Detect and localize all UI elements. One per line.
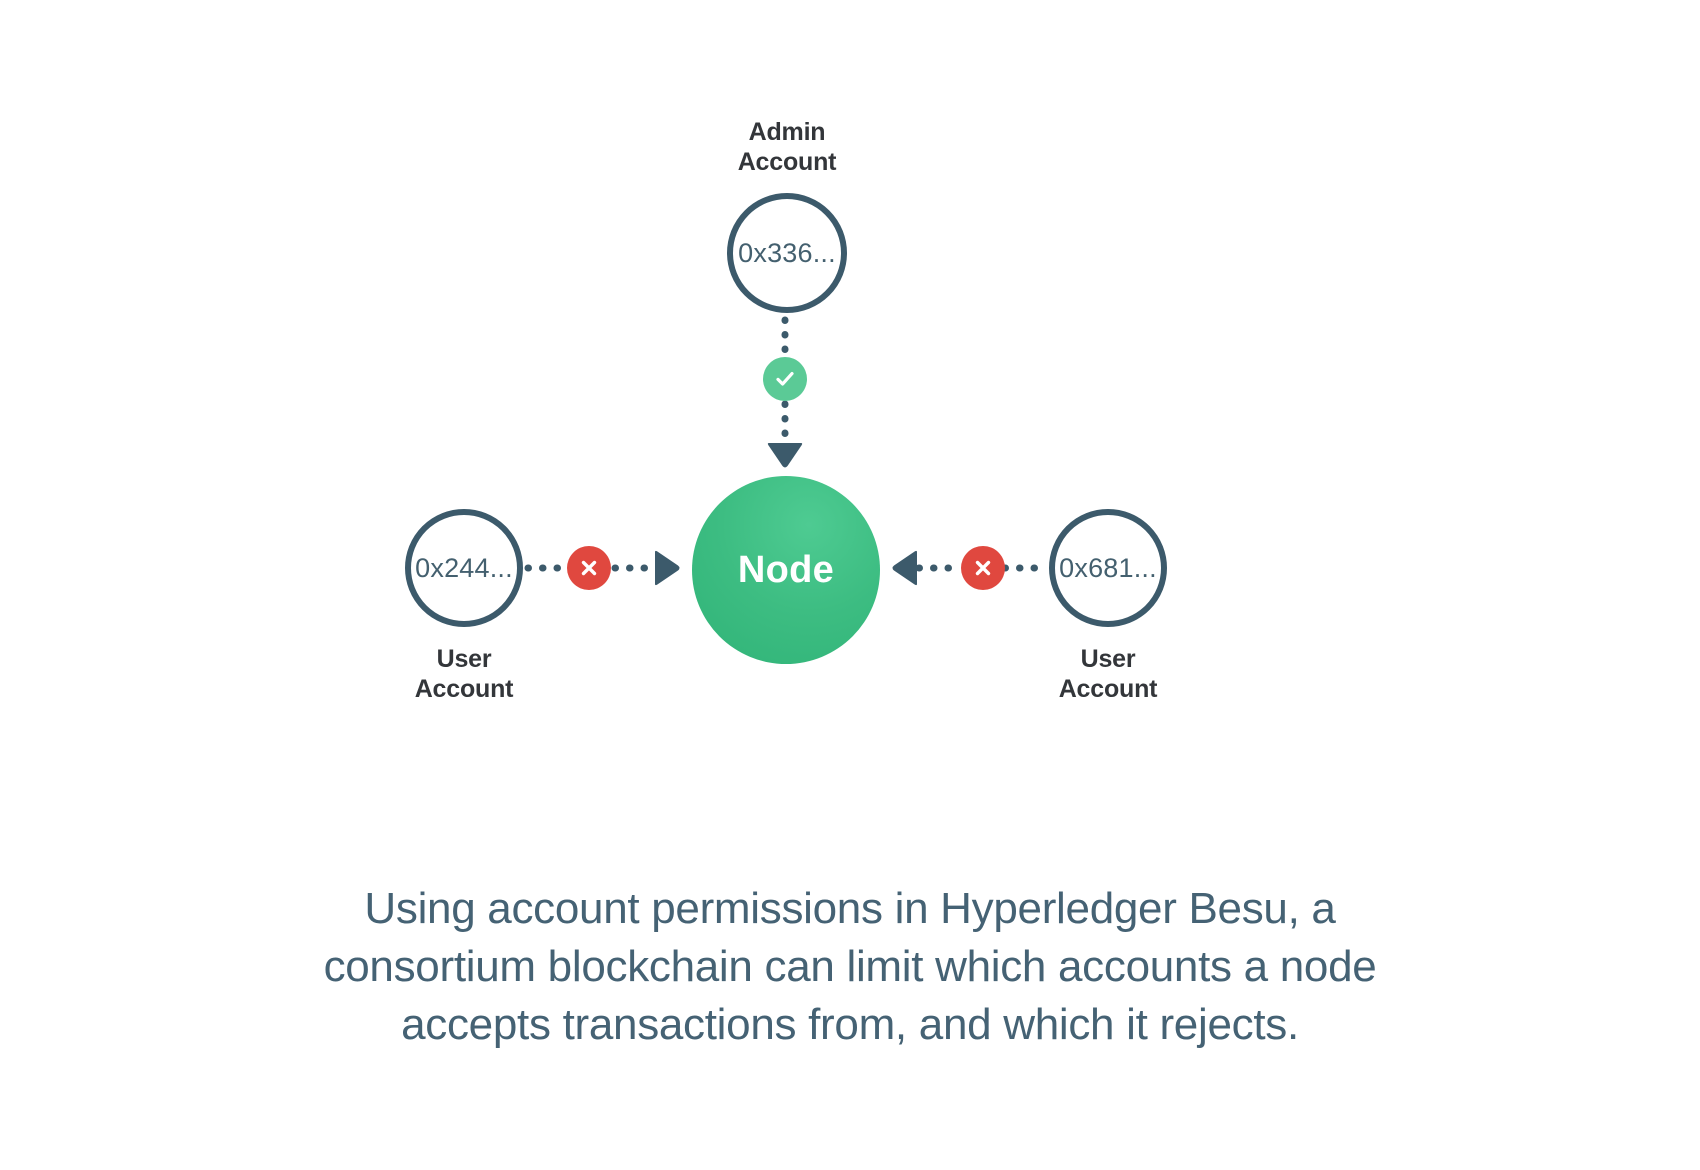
right-connector-dots-outer (915, 564, 961, 572)
admin-allow-badge[interactable] (763, 357, 807, 401)
node-label: Node (737, 548, 835, 591)
x-icon (975, 560, 991, 576)
node-circle[interactable]: Node (692, 476, 880, 664)
left-user-account-circle[interactable]: 0x244... (405, 509, 523, 627)
admin-account-circle[interactable]: 0x336... (727, 193, 847, 313)
right-deny-badge[interactable] (961, 546, 1005, 590)
left-deny-badge[interactable] (567, 546, 611, 590)
left-connector-dots-outer (611, 564, 657, 572)
admin-account-address: 0x336... (738, 237, 836, 268)
left-user-account-label: User Account (414, 645, 514, 703)
right-user-account-address: 0x681... (1059, 552, 1157, 583)
x-icon (581, 560, 597, 576)
caption-line-1: Using account permissions in Hyperledger… (364, 884, 1336, 933)
right-connector-dots-inner (1001, 564, 1049, 572)
admin-arrowhead-down (766, 441, 804, 469)
caption-line-3: accepts transactions from, and which it … (401, 1000, 1299, 1050)
caption: Using account permissions in Hyperledger… (0, 880, 1700, 1054)
check-icon (776, 372, 794, 386)
admin-account-label: Admin Account (737, 118, 837, 176)
right-arrowhead-left (891, 549, 919, 587)
right-user-account-circle[interactable]: 0x681... (1049, 509, 1167, 627)
right-user-account-label: User Account (1058, 645, 1158, 703)
left-user-account-address: 0x244... (415, 552, 513, 583)
admin-connector-dots-lower (781, 400, 789, 446)
left-arrowhead-right (653, 549, 681, 587)
left-connector-dots-inner (524, 564, 572, 572)
caption-line-2: consortium blockchain can limit which ac… (323, 942, 1377, 992)
